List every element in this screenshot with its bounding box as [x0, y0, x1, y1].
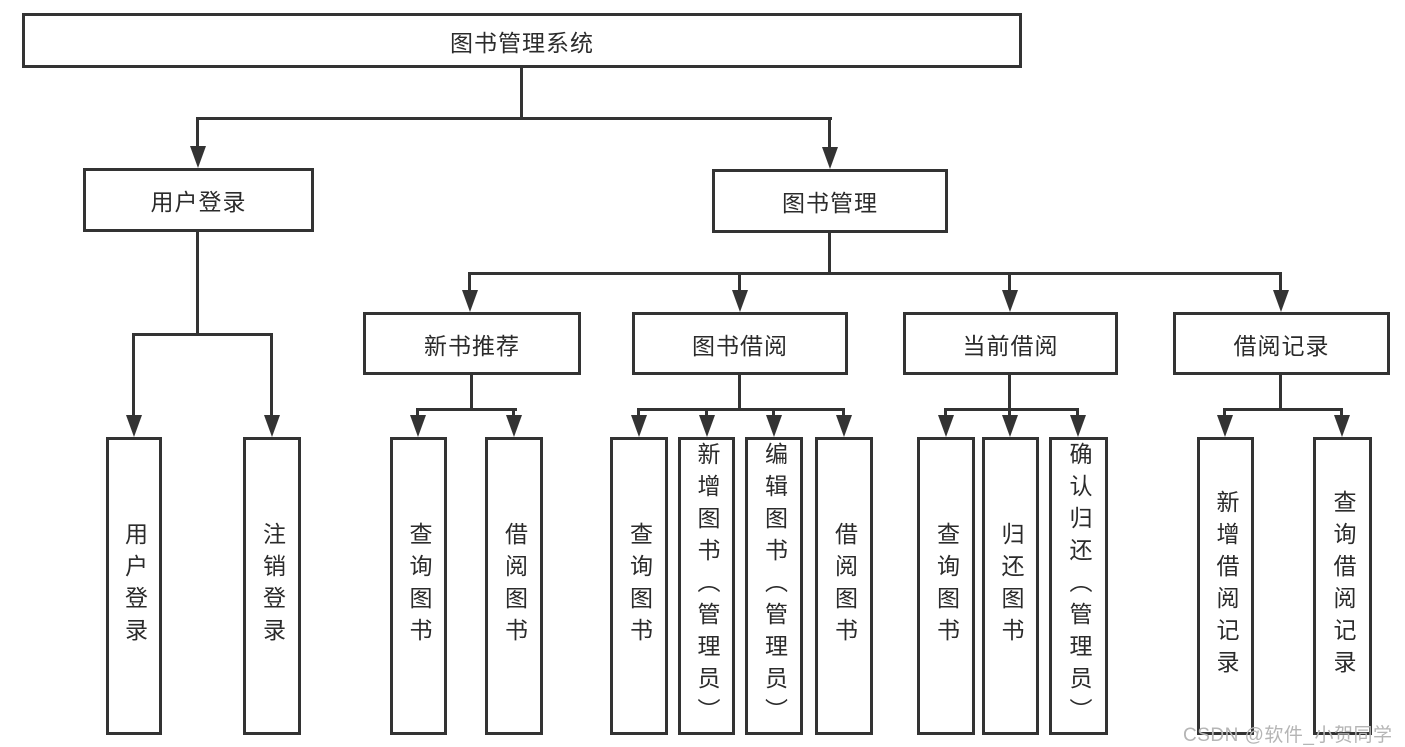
leaf-user-login: 用户登录 [106, 437, 162, 735]
connector-vline [196, 232, 199, 335]
leaf-current-query-books: 查询图书 [917, 437, 975, 735]
connector-stem [196, 117, 199, 147]
connector-vline [1279, 375, 1282, 410]
arrowhead-down-icon [1217, 415, 1233, 437]
arrowhead-down-icon [1002, 290, 1018, 312]
node-label: 注销登录 [259, 522, 286, 650]
connector-hline [637, 408, 845, 411]
node-label: 图书管理系统 [450, 29, 594, 56]
arrowhead-down-icon [631, 415, 647, 437]
node-label: 查询图书 [933, 522, 960, 650]
leaf-borrowing-edit-books-admin: 编辑图书（管理员） [745, 437, 803, 735]
arrowhead-down-icon [938, 415, 954, 437]
leaf-logout: 注销登录 [243, 437, 301, 735]
connector-vline [470, 375, 473, 410]
leaf-records-query-record: 查询借阅记录 [1313, 437, 1372, 735]
leaf-borrowing-borrow-books: 借阅图书 [815, 437, 873, 735]
connector-hline [944, 408, 1079, 411]
connector-stem [738, 272, 741, 294]
leaf-borrowing-query-books: 查询图书 [610, 437, 668, 735]
connector-stem [468, 272, 471, 294]
connector-hline [132, 333, 273, 336]
connector-stem [705, 408, 708, 418]
node-label: 用户登录 [121, 522, 148, 650]
leaf-current-return-books: 归还图书 [982, 437, 1039, 735]
connector-vline [828, 233, 831, 274]
connector-vline [738, 375, 741, 410]
leaf-newbooks-query-books: 查询图书 [390, 437, 447, 735]
connector-stem [1223, 408, 1226, 418]
arrowhead-down-icon [1334, 415, 1350, 437]
leaf-records-add-record: 新增借阅记录 [1197, 437, 1254, 735]
node-label: 新书推荐 [424, 332, 520, 359]
node-label: 新增图书（管理员） [694, 442, 720, 730]
node-current-borrowing: 当前借阅 [903, 312, 1118, 375]
arrowhead-down-icon [1070, 415, 1086, 437]
node-label: 图书管理 [782, 190, 878, 216]
arrowhead-down-icon [126, 415, 142, 437]
connector-stem [1008, 408, 1011, 418]
node-label: 用户登录 [150, 189, 247, 215]
arrowhead-down-icon [190, 146, 206, 168]
arrowhead-down-icon [766, 415, 782, 437]
leaf-newbooks-borrow-books: 借阅图书 [485, 437, 543, 735]
arrowhead-down-icon [462, 290, 478, 312]
arrowhead-down-icon [410, 415, 426, 437]
connector-stem [1279, 272, 1282, 294]
connector-stem [416, 408, 419, 418]
watermark: CSDN @软件_小贺同学 [1183, 725, 1393, 746]
connector-stem [828, 117, 831, 148]
node-label: 查询图书 [626, 522, 653, 650]
leaf-borrowing-add-books-admin: 新增图书（管理员） [678, 437, 735, 735]
node-label: 借阅记录 [1233, 332, 1330, 359]
connector-stem [270, 333, 273, 415]
arrowhead-down-icon [1273, 290, 1289, 312]
node-label: 归还图书 [998, 522, 1024, 650]
arrowhead-down-icon [836, 415, 852, 437]
leaf-current-confirm-return-admin: 确认归还（管理员） [1049, 437, 1108, 735]
node-book-borrowing: 图书借阅 [632, 312, 848, 375]
connector-stem [1340, 408, 1343, 418]
arrowhead-down-icon [506, 415, 522, 437]
arrowhead-down-icon [264, 415, 280, 437]
connector-stem [944, 408, 947, 418]
node-label: 借阅图书 [831, 522, 858, 650]
connector-hline [416, 408, 517, 411]
connector-hline [196, 117, 832, 120]
node-label: 借阅图书 [501, 522, 528, 650]
connector-vline [1008, 375, 1011, 410]
connector-stem [842, 408, 845, 418]
connector-vline [520, 68, 523, 118]
connector-stem [1008, 272, 1011, 294]
connector-stem [1076, 408, 1079, 418]
node-borrowing-records: 借阅记录 [1173, 312, 1390, 375]
arrowhead-down-icon [1002, 415, 1018, 437]
node-label: 编辑图书（管理员） [761, 442, 788, 730]
connector-stem [772, 408, 775, 418]
node-library-management-system: 图书管理系统 [22, 13, 1022, 68]
node-label: 图书借阅 [692, 332, 788, 359]
node-new-book-recommendation: 新书推荐 [363, 312, 581, 375]
connector-hline [1223, 408, 1343, 411]
node-label: 当前借阅 [962, 332, 1059, 359]
connector-hline [468, 272, 1282, 275]
connector-stem [637, 408, 640, 418]
node-label: 确认归还（管理员） [1066, 442, 1092, 730]
connector-stem [512, 408, 515, 418]
node-label: 查询借阅记录 [1330, 490, 1356, 682]
node-user-login: 用户登录 [83, 168, 314, 232]
node-label: 新增借阅记录 [1213, 490, 1239, 682]
connector-stem [132, 333, 135, 415]
node-book-management: 图书管理 [712, 169, 948, 233]
arrowhead-down-icon [732, 290, 748, 312]
arrowhead-down-icon [822, 147, 838, 169]
node-label: 查询图书 [406, 522, 432, 650]
arrowhead-down-icon [699, 415, 715, 437]
